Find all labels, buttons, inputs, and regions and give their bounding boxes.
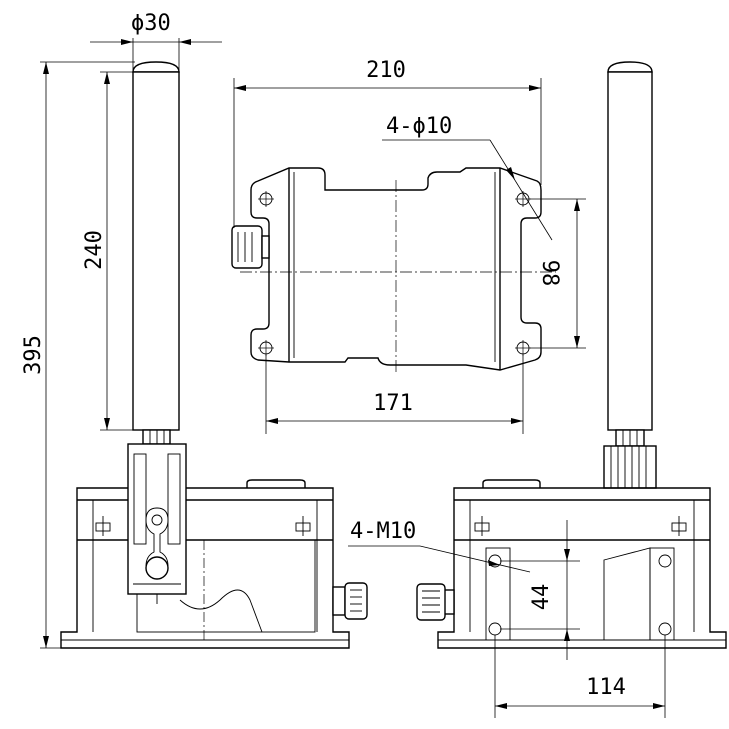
- dim-top-mount-width: 210: [233, 58, 542, 228]
- label-top-hole-vertical: 98: [537, 260, 562, 287]
- front-view: [60, 61, 368, 649]
- top-view: [231, 167, 556, 372]
- side-thread-hole-3: [488, 622, 502, 636]
- label-top-mount-width: 210: [366, 58, 406, 83]
- label-side-hole-horizontal: 114: [586, 675, 626, 700]
- side-view: [416, 61, 727, 649]
- label-side-thread-spec: 4-M10: [350, 519, 416, 544]
- dim-top-hole-spec: 4-ϕ10: [382, 114, 553, 241]
- side-thread-hole-2: [658, 554, 672, 568]
- label-top-hole-horizontal: 171: [373, 391, 413, 416]
- top-view-cable-gland: [231, 225, 270, 269]
- dim-side-thread-spec: 4-M10: [348, 519, 531, 573]
- label-rod-length: 240: [82, 230, 107, 270]
- label-top-hole-spec: 4-ϕ10: [386, 114, 452, 139]
- dim-rod-length: 240: [82, 71, 133, 431]
- housing: [60, 479, 350, 649]
- dim-side-hole-horizontal: 114: [494, 635, 666, 718]
- side-thread-hole-4: [658, 622, 672, 636]
- dim-side-hole-vertical: 44: [500, 520, 580, 660]
- rod: [132, 61, 180, 445]
- label-side-hole-vertical: 44: [529, 584, 554, 611]
- dim-top-hole-horizontal: 171: [265, 355, 524, 434]
- side-view-cable-gland: [416, 583, 455, 621]
- dim-overall-height: 395: [21, 61, 135, 649]
- label-rod-diameter: ϕ30: [131, 11, 171, 36]
- cable-gland: [332, 582, 368, 620]
- dim-top-hole-vertical: 98: [530, 198, 586, 349]
- cable: [179, 589, 263, 633]
- label-overall-height: 395: [21, 335, 46, 375]
- dim-rod-diameter: ϕ30: [90, 11, 222, 70]
- lever-bracket: [127, 443, 187, 604]
